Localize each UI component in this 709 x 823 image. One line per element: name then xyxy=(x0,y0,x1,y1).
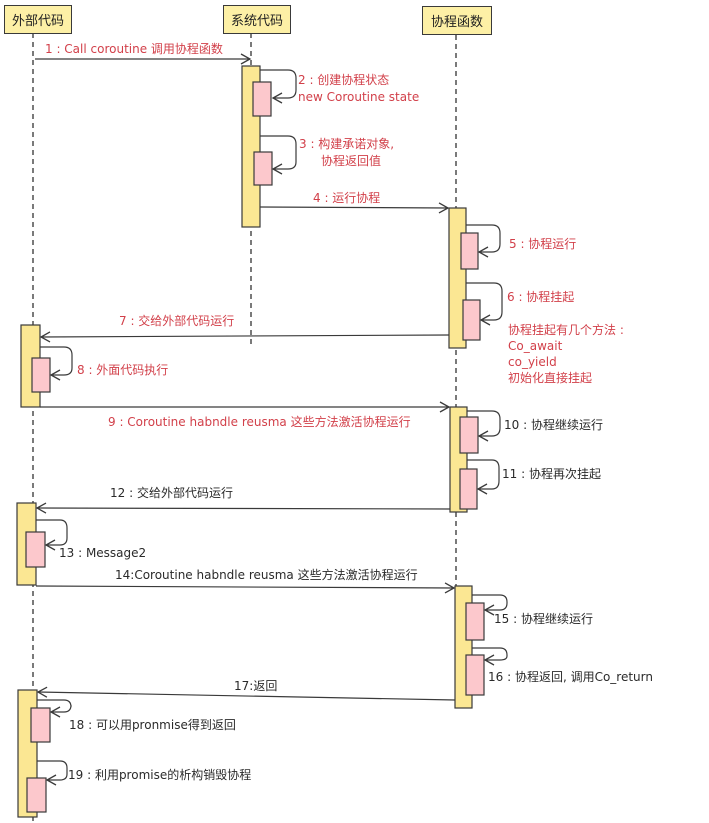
message-label-2-line-1: 2 : 创建协程状态 xyxy=(298,73,390,87)
note-line-1: 协程挂起有几个方法 : xyxy=(508,323,624,337)
message-label-16: 16 : 协程返回, 调用Co_return xyxy=(488,670,653,684)
nested-activation-10 xyxy=(459,416,479,454)
nested-activation-3 xyxy=(253,151,273,186)
nested-activation-13 xyxy=(25,531,46,568)
participant-outer-code: 外部代码 xyxy=(4,5,72,34)
message-label-13: 13 : Message2 xyxy=(59,546,147,560)
nested-activation-2 xyxy=(252,81,272,117)
message-arrow-8 xyxy=(40,346,73,381)
message-arrow-17 xyxy=(36,686,456,701)
message-label-9: 9 : Coroutine habndle reusma 这些方法激活协程运行 xyxy=(108,415,411,429)
message-arrow-4 xyxy=(259,202,450,214)
message-arrow-6 xyxy=(466,282,503,326)
message-label-1: 1 : Call coroutine 调用协程函数 xyxy=(45,42,223,56)
message-label-4: 4 : 运行协程 xyxy=(313,191,381,205)
message-label-15: 15 : 协程继续运行 xyxy=(494,612,593,626)
message-label-3-line-1: 3 : 构建承诺对象, xyxy=(299,137,395,151)
message-arrow-11 xyxy=(467,459,500,495)
nested-activation-15 xyxy=(465,602,485,641)
nested-activation-11 xyxy=(459,468,478,510)
message-label-5: 5 : 协程运行 xyxy=(509,237,577,251)
message-arrow-13 xyxy=(36,519,68,551)
participant-coroutine-function: 协程函数 xyxy=(422,6,492,35)
note-line-2: Co_await xyxy=(508,339,563,353)
message-label-12: 12 : 交给外部代码运行 xyxy=(110,486,233,500)
nested-activation-18 xyxy=(30,707,51,743)
nested-activation-19 xyxy=(26,777,47,813)
nested-activation-6 xyxy=(462,299,481,341)
message-arrow-3 xyxy=(260,135,297,175)
message-label-19: 19 : 利用promise的析构销毁协程 xyxy=(68,768,252,782)
message-arrow-15 xyxy=(472,594,508,616)
message-arrow-18 xyxy=(37,699,72,718)
message-label-6: 6 : 协程挂起 xyxy=(507,290,575,304)
message-arrow-7 xyxy=(39,331,450,343)
note-line-3: co_yield xyxy=(508,355,557,369)
note-line-4: 初始化直接挂起 xyxy=(508,371,593,385)
nested-activation-5 xyxy=(460,232,479,270)
message-label-7: 7 : 交给外部代码运行 xyxy=(119,314,235,328)
participant-system-code: 系统代码 xyxy=(223,5,291,34)
message-arrow-19 xyxy=(37,760,68,786)
message-arrow-5 xyxy=(466,224,501,258)
message-label-18: 18 : 可以用pronmise得到返回 xyxy=(69,718,236,732)
message-label-8: 8 : 外面代码执行 xyxy=(77,363,169,377)
message-label-3-line-2: 协程返回值 xyxy=(321,154,382,168)
message-arrow-10 xyxy=(467,410,501,442)
message-arrow-16 xyxy=(472,647,508,666)
message-label-11: 11 : 协程再次挂起 xyxy=(502,467,601,481)
message-arrow-12 xyxy=(35,502,451,514)
message-label-14: 14:Coroutine habndle reusma 这些方法激活协程运行 xyxy=(115,568,418,582)
message-arrow-2 xyxy=(260,69,297,104)
nested-activation-8 xyxy=(31,357,51,393)
message-label-10: 10 : 协程继续运行 xyxy=(504,418,603,432)
message-label-17: 17:返回 xyxy=(234,679,278,693)
nested-activation-16 xyxy=(465,654,485,696)
message-label-2-line-2: new Coroutine state xyxy=(298,90,420,104)
message-arrow-14 xyxy=(35,582,456,594)
